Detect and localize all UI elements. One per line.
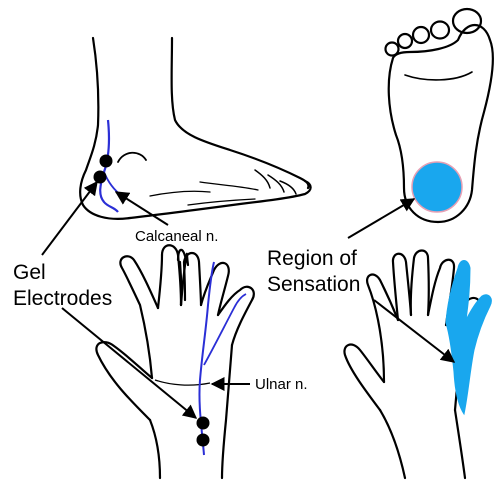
calcaneal-label: Calcaneal n. — [135, 228, 218, 245]
region-label-line2: Sensation — [267, 273, 360, 296]
sole-sensation-region — [412, 162, 462, 212]
region-label-line1: Region of — [267, 247, 357, 270]
sensation-arrow-foot — [348, 199, 414, 238]
gel-arrow-hand — [62, 308, 196, 418]
calcaneal-arrow — [116, 192, 168, 225]
hand-sensation-region — [446, 261, 491, 415]
gel-arrow-foot — [42, 182, 97, 255]
foot-electrode-bottom — [94, 171, 107, 184]
ulnar-label: Ulnar n. — [255, 376, 308, 393]
sensation-arrow-hand — [374, 300, 454, 362]
wrist-electrode-top — [197, 417, 210, 430]
gel-label-line2: Electrodes — [13, 287, 112, 310]
wrist-electrode-bottom — [197, 434, 210, 447]
hand-palm-illustration — [96, 245, 253, 478]
foot-electrode-top — [100, 155, 113, 168]
gel-label-line1: Gel — [13, 261, 46, 284]
foot-side-illustration — [80, 38, 310, 219]
